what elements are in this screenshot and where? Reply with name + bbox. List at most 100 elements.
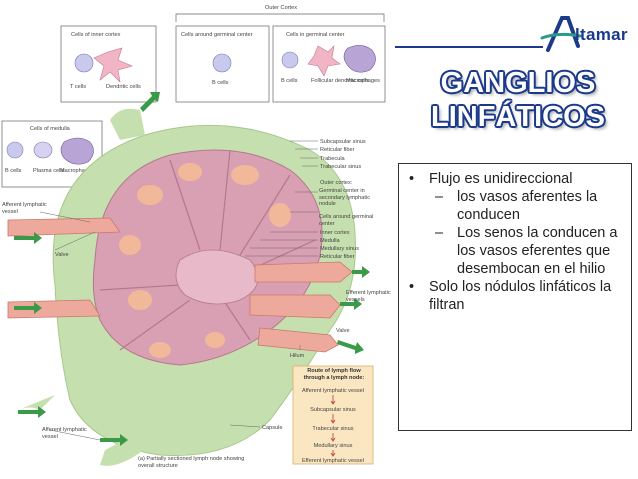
inner-cortex-label: Inner cortex [320, 230, 350, 236]
trabecular-sinus-label: Trabecular sinus [320, 164, 361, 170]
valve-left-label: Valve [55, 252, 69, 258]
efferent-vessel-middle [249, 294, 341, 319]
cells-around-label-wrap: Cells around germinal center [319, 214, 374, 227]
flow-arrows [14, 92, 370, 446]
bullet-textbox: • Flujo es unidireccional – los vasos af… [398, 163, 632, 431]
figure-caption: (a) Partially sectioned lymph node showi… [138, 456, 245, 469]
b-cell-shape-2 [281, 51, 299, 69]
germinal-in-title: Cells in germinal center [286, 32, 345, 38]
bullet-dot-1: • [409, 171, 415, 187]
route-step-3: Trabecular sinus [312, 426, 353, 432]
medullary-sinus-label: Medullary sinus [320, 246, 359, 252]
arrow-afferent-left [18, 406, 46, 418]
afferent-vessel-upper [7, 217, 121, 237]
inner-cortex-title: Cells of inner cortex [71, 32, 121, 38]
afferent-vessel-left [18, 395, 55, 410]
plasma-cells-label: Plasma cells [33, 168, 65, 174]
b-cell-shape-3 [6, 141, 24, 159]
b-cells-around-label: B cells [212, 80, 229, 86]
caption-wrap: (a) Partially sectioned lymph node showi… [138, 456, 245, 469]
macrophage-shape-2 [60, 137, 94, 165]
sub-dash-2: – [435, 225, 444, 241]
afferent-label-top: Afferent lymphatic vessel [2, 202, 47, 215]
bullet-2-text: Solo los nódulos linfáticos la filtran [429, 279, 612, 313]
arrow-afferent-top [140, 92, 160, 112]
right-labels: Subcapsular sinus Reticular fiber Trabec… [319, 139, 374, 260]
afferent-vessel-bottom [100, 430, 150, 466]
t-cells-label: T cells [70, 84, 86, 90]
capsule-label: Capsule [262, 425, 283, 431]
sub-dash-1: – [435, 189, 444, 205]
afferent-vessel-top [110, 108, 145, 140]
logo-underline [395, 46, 543, 48]
cells-around-label: Cells around germinal center [319, 214, 374, 227]
route-step-1: Afferent lymphatic vessel [302, 388, 364, 394]
medulla-center [175, 249, 259, 305]
sub-bullet-1-text: los vasos aferentes la conducen [457, 189, 598, 223]
arrow-afferent-lower [14, 302, 42, 314]
trabeculae [99, 149, 316, 351]
dendritic-cell-shape [93, 47, 133, 83]
right-leader-lines [245, 140, 318, 257]
route-step-5: Efferent lymphatic vessel [302, 458, 364, 464]
bullet-1-text: Flujo es unidireccional [429, 171, 573, 187]
afferent-vessel-lower [7, 299, 101, 319]
route-arrow-1 [330, 395, 336, 405]
efferent-vessel-upper [254, 261, 353, 283]
title-line-1: GANGLIOS [440, 67, 596, 99]
left-leader-lines [39, 211, 301, 441]
valve-right-label: Valve [336, 328, 350, 334]
afferent-bottom-wrap: Afferent lymphatic vessel [42, 427, 87, 440]
route-title-wrap: Route of lymph flow through a lymph node… [303, 368, 365, 381]
arrow-efferent-lower [337, 340, 364, 354]
outer-cortex-label: Outer Cortex [265, 5, 297, 11]
medulla-title: Cells of medulla [30, 126, 71, 132]
germinal-center-label: Germinal center in secondary lymphatic n… [319, 188, 370, 207]
follicular-label: Follicular dendritic cells [311, 78, 369, 84]
reticular-fiber-label-2: Reticular fiber [320, 254, 355, 260]
route-box: Route of lymph flow through a lymph node… [292, 365, 374, 465]
logo-glyph: A [562, 28, 563, 31]
logo-text: ltamar [575, 25, 628, 44]
bullet-2: • Solo los nódulos linfáticos la filtran [409, 278, 625, 314]
outer-cortex-sub-label: Outer cortex: [320, 180, 353, 186]
slide-title: GANGLIOS LINFÁTICOS [398, 66, 638, 134]
route-step-2: Subcapsular sinus [310, 407, 356, 413]
germinal-around-title: Cells around germinal center [181, 32, 253, 38]
route-title: Route of lymph flow through a lymph node… [303, 368, 365, 381]
hilum-label: Hilum [290, 353, 305, 359]
arrow-efferent-upper [352, 266, 370, 278]
germinal-center-label-wrap: Germinal center in secondary lymphatic n… [319, 188, 370, 207]
title-line-2: LINFÁTICOS [431, 101, 605, 133]
plasma-cell-shape [33, 141, 53, 159]
afferent-top-wrap: Afferent lymphatic vessel [2, 202, 47, 215]
subcapsular-sinus-label: Subcapsular sinus [320, 139, 366, 145]
follicular-dendritic-shape [307, 45, 341, 77]
b-cell-shape [212, 53, 232, 73]
germinal-around-box: Cells around germinal center B cells [175, 25, 270, 103]
arrow-afferent-upper [14, 232, 42, 244]
t-cell-shape [74, 53, 94, 73]
macrophages-label: Macrophages [346, 78, 380, 84]
b-cells-medulla-label: B cells [5, 168, 22, 174]
inner-cortex-box: Cells of inner cortex T cells Dendritic … [60, 25, 157, 103]
macrophages-medulla-label: Macrophages [60, 168, 94, 174]
efferent-vessel-lower [257, 327, 339, 353]
outer-cortex-bracket [175, 13, 385, 22]
route-arrow-4 [330, 450, 336, 457]
germinal-in-box: Cells in germinal center B cells Follicu… [272, 25, 386, 103]
bullet-dot-2: • [409, 279, 415, 295]
efferent-label: Efferent lymphatic vessels [346, 290, 391, 303]
route-step-4: Medullary sinus [314, 443, 353, 449]
route-arrow-2 [330, 414, 336, 424]
bullet-1: • Flujo es unidireccional [409, 170, 625, 188]
b-cells-in-label: B cells [281, 78, 298, 84]
macrophage-shape [343, 45, 376, 73]
medulla-box: Cells of medulla B cells Plasma cells Ma… [1, 120, 103, 188]
reticular-fiber-label: Reticular fiber [320, 147, 355, 153]
efferent-label-wrap: Efferent lymphatic vessels [346, 290, 391, 303]
altamar-logo-icon: A [540, 16, 582, 52]
trabecula-label: Trabecula [320, 156, 346, 162]
afferent-label-bottom: Afferent lymphatic vessel [42, 427, 87, 440]
